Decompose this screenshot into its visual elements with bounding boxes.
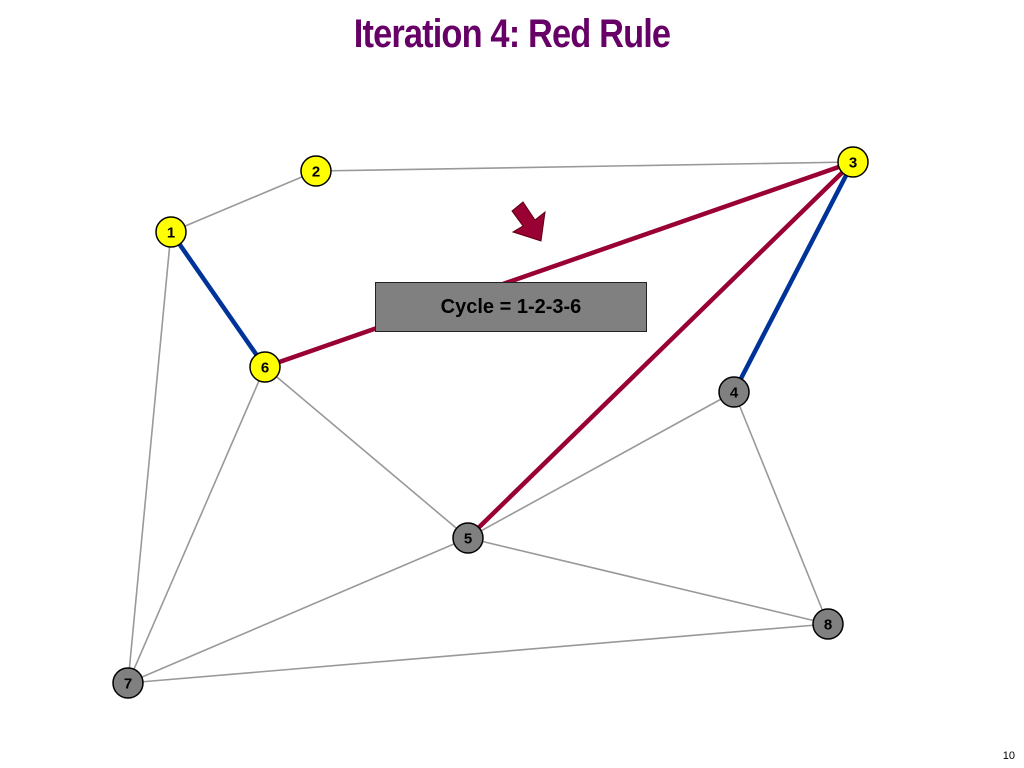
edge-4-8 <box>733 391 829 625</box>
edge-6-5 <box>264 366 469 539</box>
node-label: 3 <box>849 155 857 172</box>
cycle-label: Cycle = 1-2-3-6 <box>440 295 582 318</box>
edge-6-3 <box>264 159 854 370</box>
node-label: 7 <box>124 676 132 693</box>
node-circle <box>452 522 484 554</box>
slide-title: Iteration 4: Red Rule <box>353 12 671 56</box>
cycle-label-box: Cycle = 1-2-3-6 <box>375 282 647 332</box>
node-circle <box>300 155 332 187</box>
node-circle <box>155 216 187 248</box>
down-arrow-icon <box>511 201 546 242</box>
node-label: 6 <box>261 360 269 377</box>
node-2: 2 <box>300 155 332 187</box>
node-1: 1 <box>155 216 187 248</box>
edge-6-7 <box>127 366 266 684</box>
node-7: 7 <box>112 667 144 699</box>
edges-layer <box>127 159 855 684</box>
node-circle <box>812 608 844 640</box>
node-circle <box>718 376 750 408</box>
node-circle <box>112 667 144 699</box>
node-label: 1 <box>167 225 175 242</box>
edge-7-8 <box>127 623 829 684</box>
node-circle <box>837 146 869 178</box>
page-number: 10 <box>1002 750 1015 762</box>
node-circle <box>249 351 281 383</box>
edge-2-3 <box>315 161 854 172</box>
edge-1-2 <box>170 170 317 233</box>
edge-1-6 <box>169 230 267 369</box>
node-label: 8 <box>824 617 832 634</box>
node-label: 2 <box>312 164 320 181</box>
node-8: 8 <box>812 608 844 640</box>
nodes-layer: 1 2 3 4 5 6 7 8 <box>112 146 869 699</box>
edge-1-7 <box>127 231 172 684</box>
edge-5-8 <box>467 537 829 625</box>
node-6: 6 <box>249 351 281 383</box>
node-label: 4 <box>730 385 739 402</box>
node-5: 5 <box>452 522 484 554</box>
edge-5-4 <box>467 391 735 539</box>
node-3: 3 <box>837 146 869 178</box>
edge-3-5 <box>466 160 855 540</box>
node-label: 5 <box>464 531 472 548</box>
node-4: 4 <box>718 376 750 408</box>
edge-3-4 <box>732 160 855 394</box>
edge-5-7 <box>127 537 469 684</box>
